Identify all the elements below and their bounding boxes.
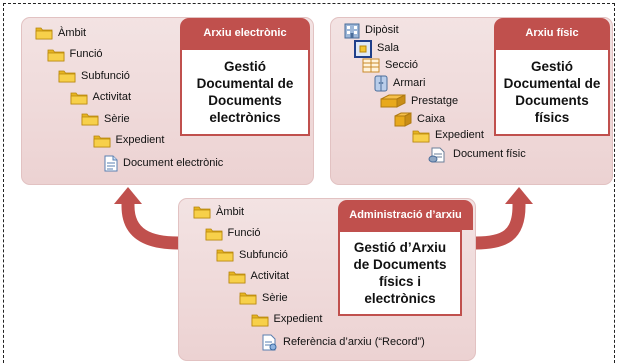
dashed-frame bbox=[3, 3, 615, 363]
hierarchy-item-label: Expedient bbox=[273, 313, 323, 325]
hierarchy-item: Activitat bbox=[228, 270, 290, 284]
hierarchy-item: Expedient bbox=[412, 129, 484, 143]
arrow-head-physical bbox=[505, 187, 533, 204]
hierarchy-item: Sala bbox=[354, 39, 400, 58]
arrow-to-physical bbox=[475, 203, 526, 250]
archive-administration-title: Gestió d’Arxiu de Documents físics i ele… bbox=[338, 230, 462, 316]
hierarchy-item-label: Referència d’arxiu (“Record”) bbox=[283, 336, 425, 348]
hierarchy-item-label: Activitat bbox=[250, 270, 290, 282]
folder-icon bbox=[35, 26, 53, 40]
folder-icon bbox=[412, 129, 430, 143]
electronic-archive-tab: Arxiu electrònic bbox=[180, 18, 310, 48]
hierarchy-item-label: Subfunció bbox=[81, 69, 130, 82]
hierarchy-item: Armari bbox=[374, 75, 425, 92]
shelf-section-icon bbox=[362, 58, 380, 73]
hierarchy-item-label: Secció bbox=[385, 58, 419, 71]
building-icon bbox=[344, 22, 360, 39]
folder-icon bbox=[251, 313, 269, 327]
hierarchy-item: Document electrònic bbox=[104, 155, 223, 172]
hierarchy-item-label: Expedient bbox=[115, 134, 165, 146]
folder-icon bbox=[228, 270, 246, 284]
hierarchy-item-label: Subfunció bbox=[239, 248, 288, 261]
hierarchy-item-label: Dipòsit bbox=[365, 24, 399, 36]
room-icon bbox=[354, 39, 372, 58]
physical-archive-tab: Arxiu físic bbox=[494, 18, 610, 48]
hierarchy-item-label: Activitat bbox=[92, 91, 132, 103]
hierarchy-item-label: Armari bbox=[393, 77, 426, 90]
hierarchy-item-label: Funció bbox=[69, 48, 103, 60]
hierarchy-item: Secció bbox=[362, 58, 418, 73]
hierarchy-item: Subfunció bbox=[216, 248, 288, 262]
hierarchy-item: Funció bbox=[47, 48, 103, 62]
hierarchy-item: Document físic bbox=[428, 147, 526, 163]
physical-document-icon bbox=[428, 147, 448, 163]
hierarchy-item-label: Document físic bbox=[453, 148, 526, 161]
folder-icon bbox=[70, 91, 88, 105]
hierarchy-item: Expedient bbox=[251, 313, 323, 327]
hierarchy-item: Dipòsit bbox=[344, 22, 399, 39]
record-reference-icon bbox=[262, 334, 278, 351]
folder-icon bbox=[205, 227, 223, 241]
hierarchy-item: Activitat bbox=[70, 91, 132, 105]
electronic-archive-title: Gestió Documental de Documents electròni… bbox=[180, 48, 310, 136]
shelf-icon bbox=[380, 93, 406, 109]
hierarchy-item-label: Prestatge bbox=[411, 94, 459, 107]
hierarchy-item: Expedient bbox=[93, 134, 165, 148]
folder-icon bbox=[239, 291, 257, 305]
physical-archive-title: Gestió Documental de Documents físics bbox=[494, 48, 610, 136]
folder-icon bbox=[58, 69, 76, 83]
hierarchy-item-label: Sèrie bbox=[262, 291, 288, 304]
hierarchy-item: Àmbit bbox=[193, 205, 244, 219]
hierarchy-item-label: Àmbit bbox=[58, 26, 87, 39]
cabinet-icon bbox=[374, 75, 388, 92]
hierarchy-item-label: Funció bbox=[227, 227, 261, 239]
hierarchy-item: Subfunció bbox=[58, 69, 130, 83]
folder-icon bbox=[47, 48, 65, 62]
hierarchy-item-label: Caixa bbox=[417, 112, 446, 125]
hierarchy-item-label: Àmbit bbox=[216, 205, 245, 218]
hierarchy-item-label: Sèrie bbox=[104, 112, 130, 125]
folder-icon bbox=[216, 248, 234, 262]
hierarchy-item: Àmbit bbox=[35, 26, 86, 40]
hierarchy-item: Prestatge bbox=[380, 93, 458, 109]
hierarchy-item-label: Expedient bbox=[435, 129, 484, 142]
document-icon bbox=[104, 155, 118, 172]
hierarchy-item: Funció bbox=[205, 227, 261, 241]
arrow-to-electronic bbox=[121, 203, 179, 250]
hierarchy-item: Caixa bbox=[394, 111, 445, 127]
box-icon bbox=[394, 111, 412, 127]
hierarchy-item-label: Sala bbox=[377, 42, 400, 55]
archive-administration-tab: Administració d’arxiu bbox=[338, 200, 473, 230]
folder-icon bbox=[193, 205, 211, 219]
hierarchy-item: Referència d’arxiu (“Record”) bbox=[262, 334, 425, 351]
hierarchy-item-label: Document electrònic bbox=[123, 157, 224, 169]
hierarchy-item: Sèrie bbox=[239, 291, 288, 305]
arrow-head-electronic bbox=[114, 187, 142, 204]
folder-icon bbox=[81, 112, 99, 126]
folder-icon bbox=[93, 134, 111, 148]
hierarchy-item: Sèrie bbox=[81, 112, 130, 126]
